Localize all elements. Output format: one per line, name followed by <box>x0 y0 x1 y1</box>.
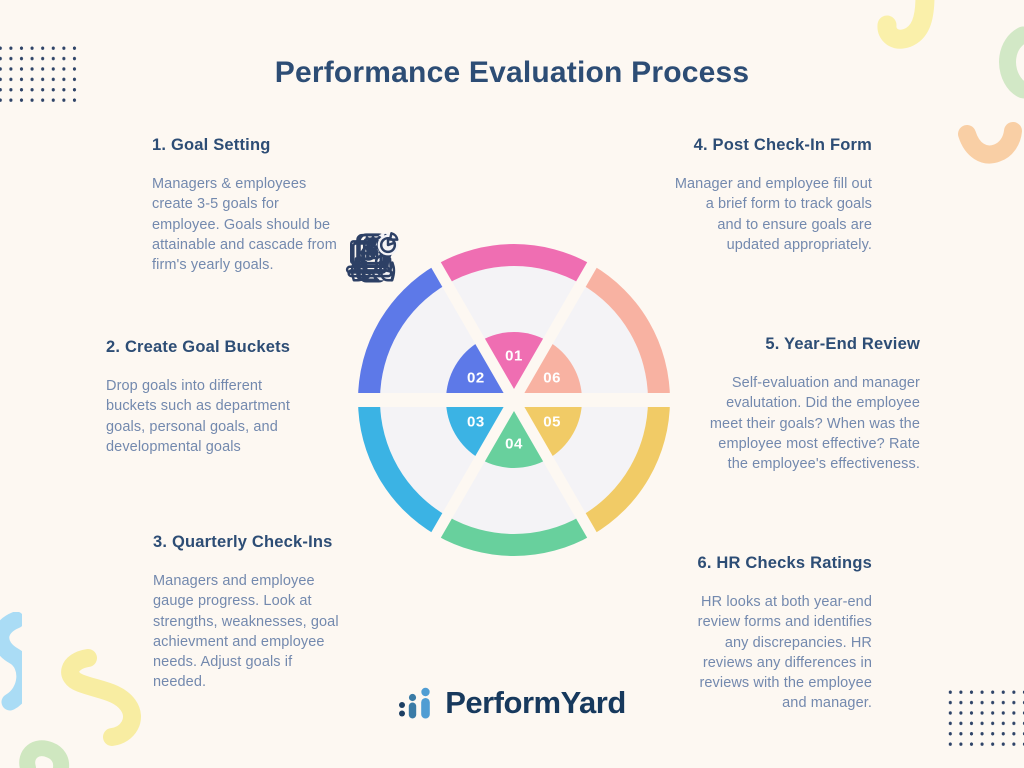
step-3-description: Managers and employee gauge progress. Lo… <box>153 573 339 691</box>
squiggle-decoration-blue-bottom-left <box>0 612 22 711</box>
step-5-heading: 5. Year-End Review <box>765 335 920 353</box>
squiggle-decoration-yellow-bottom-left <box>61 649 141 746</box>
wheel-number-03: 03 <box>467 414 485 431</box>
wheel-wedge-05 <box>514 400 582 459</box>
wheel-divider-stripes <box>344 230 684 570</box>
wheel-wedge-02 <box>446 341 514 400</box>
dot-grid-decoration-top-left <box>0 43 80 107</box>
blob-decoration-green-bottom-left <box>19 740 70 768</box>
step-1-heading: 1. Goal Setting <box>152 136 271 154</box>
step-3-heading: 3. Quarterly Check-Ins <box>153 533 333 551</box>
wheel-segment-03 <box>358 400 514 536</box>
wheel-number-02: 02 <box>467 370 485 387</box>
step-6-hr-checks-ratings: 6. HR Checks Ratings HR looks at both ye… <box>644 554 872 714</box>
wheel-band-04 <box>436 516 592 556</box>
step-6-description: HR looks at both year-end review forms a… <box>697 594 872 712</box>
page-title: Performance Evaluation Process <box>274 56 750 89</box>
step-1-description: Managers & employees create 3-5 goals fo… <box>152 176 337 274</box>
squiggle-decoration-peach-right <box>958 122 1022 164</box>
performyard-logo: PerformYard <box>0 684 1024 722</box>
wheel-wedge-04 <box>480 400 548 469</box>
wheel-number-01: 01 <box>505 348 523 365</box>
wheel-band-05 <box>581 400 670 536</box>
step-2-create-goal-buckets: 2. Create Goal Buckets Drop goals into d… <box>106 338 321 457</box>
wheel-number-05: 05 <box>543 414 561 431</box>
wheel-wedge-01 <box>480 331 548 400</box>
step-4-heading: 4. Post Check-In Form <box>693 136 872 154</box>
squiggle-decoration-green-top-right <box>999 26 1024 99</box>
step-1-goal-setting: 1. Goal Setting Managers & employees cre… <box>152 136 367 275</box>
step-5-year-end-review: 5. Year-End Review Self-evaluation and m… <box>680 335 920 474</box>
wheel-segment-06 <box>514 264 670 400</box>
squiggle-decoration-yellow-top-right <box>877 0 935 49</box>
dot-grid-decoration-bottom-right <box>945 687 1024 751</box>
wheel-band-01 <box>436 243 592 284</box>
wheel-band-02 <box>358 264 447 400</box>
wheel-band-06 <box>581 264 670 400</box>
wheel-numbers: 01 02 03 04 05 06 <box>467 348 561 453</box>
performyard-logo-text: PerformYard <box>445 685 626 720</box>
step-5-description: Self-evaluation and manager evalutation.… <box>709 375 920 473</box>
wheel-segment-02 <box>358 264 514 400</box>
step-3-quarterly-check-ins: 3. Quarterly Check-Ins Managers and empl… <box>153 533 368 693</box>
step-2-description: Drop goals into different buckets such a… <box>106 378 290 455</box>
wheel-segment-05 <box>514 400 670 536</box>
wheel-segment-04 <box>436 400 592 556</box>
process-wheel-graphic: 01 02 03 04 05 06 <box>344 230 684 570</box>
wheel-wedge-03 <box>446 400 514 459</box>
laptop-analytics-pie-icon <box>345 232 399 274</box>
wheel-number-04: 04 <box>505 436 523 453</box>
performyard-logo-mark <box>399 687 431 719</box>
process-wheel: 01 02 03 04 05 06 <box>344 230 684 570</box>
step-2-heading: 2. Create Goal Buckets <box>106 338 291 356</box>
wheel-wedge-06 <box>514 341 582 400</box>
wheel-segment-01 <box>436 243 592 400</box>
wheel-band-03 <box>358 400 447 536</box>
step-4-post-check-in-form: 4. Post Check-In Form Manager and employ… <box>642 136 872 255</box>
step-4-description: Manager and employee fill out a brief fo… <box>674 176 872 253</box>
step-6-heading: 6. HR Checks Ratings <box>697 554 872 572</box>
wheel-number-06: 06 <box>543 370 561 387</box>
